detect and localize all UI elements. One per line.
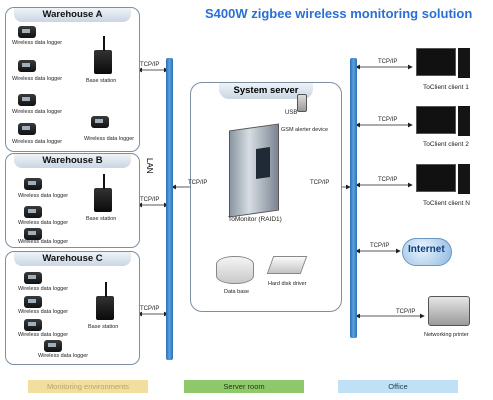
logger-label: Wireless data logger	[18, 332, 69, 338]
base-station-icon	[94, 188, 112, 212]
client-label: ToClient client N	[423, 200, 470, 207]
base-station-icon	[96, 296, 114, 320]
tcp-label: TCP/IP	[140, 306, 160, 312]
lan-label: LAN	[145, 158, 154, 174]
page-title: S400W zigbee wireless monitoring solutio…	[205, 6, 473, 21]
logger-label: Wireless data logger	[12, 76, 63, 82]
base-station-label: Base station	[88, 324, 119, 330]
logger-icon	[24, 319, 42, 331]
base-station-label: Base station	[86, 216, 117, 222]
logger-label: Wireless data logger	[18, 220, 69, 226]
logger-icon	[44, 340, 62, 352]
office-lan-bar	[350, 58, 357, 338]
antenna-icon	[105, 282, 107, 297]
tcp-label: TCP/IP	[370, 243, 390, 249]
logger-icon	[24, 206, 42, 218]
lan-bar	[166, 58, 173, 360]
logger-icon	[24, 272, 42, 284]
phone-icon	[297, 94, 307, 112]
server-tower-icon	[229, 123, 279, 218]
logger-icon	[18, 94, 36, 106]
warehouse-b-panel: Warehouse B Wireless data logger Wireles…	[5, 153, 140, 248]
logger-label: Wireless data logger	[12, 109, 63, 115]
internet-label: Internet	[408, 244, 445, 255]
logger-label: Wireless data logger	[84, 136, 135, 142]
base-station-label: Base station	[86, 78, 117, 84]
server-panel-icon	[256, 147, 270, 179]
logger-icon	[18, 123, 36, 135]
warehouse-a-panel: Warehouse A Wireless data logger Wireles…	[5, 7, 140, 152]
logger-label: Wireless data logger	[38, 353, 89, 359]
logger-label: Wireless data logger	[18, 286, 69, 292]
tcp-label: TCP/IP	[378, 59, 398, 65]
tcp-label: TCP/IP	[140, 62, 160, 68]
monitor-icon	[416, 106, 456, 134]
client-label: ToClient client 1	[423, 84, 469, 91]
hard-disk-label: Hard disk driver	[268, 281, 307, 287]
tcp-label: TCP/IP	[188, 180, 208, 186]
footer-monitoring: Monitoring environments	[28, 380, 148, 393]
warehouse-b-title: Warehouse B	[14, 154, 131, 168]
warehouse-a-title: Warehouse A	[14, 8, 131, 22]
printer-label: Networking printer	[424, 332, 469, 338]
logger-label: Wireless data logger	[18, 193, 69, 199]
footer-office: Office	[338, 380, 458, 393]
base-station-icon	[94, 50, 112, 74]
antenna-icon	[103, 174, 105, 189]
logger-label: Wireless data logger	[12, 40, 63, 46]
tcp-label: TCP/IP	[378, 177, 398, 183]
pc-tower-icon	[458, 48, 470, 78]
client-label: ToClient client 2	[423, 141, 469, 148]
system-server-title: System server	[219, 83, 313, 99]
usb-label: USB	[285, 110, 298, 116]
monitor-icon	[416, 164, 456, 192]
logger-label: Wireless data logger	[18, 239, 69, 245]
footer-server-room: Server room	[184, 380, 304, 393]
antenna-icon	[103, 36, 105, 51]
pc-tower-icon	[458, 164, 470, 194]
pc-tower-icon	[458, 106, 470, 136]
monitor-icon	[416, 48, 456, 76]
warehouse-c-title: Warehouse C	[14, 252, 131, 266]
warehouse-c-panel: Warehouse C Wireless data logger Wireles…	[5, 251, 140, 365]
logger-icon	[91, 116, 109, 128]
logger-label: Wireless data logger	[18, 309, 69, 315]
printer-icon	[428, 296, 470, 326]
internet-cloud-icon	[402, 238, 452, 266]
logger-label: Wireless data logger	[12, 139, 63, 145]
database-label: Data base	[224, 289, 250, 295]
database-icon	[216, 256, 254, 284]
tcp-label: TCP/IP	[396, 309, 416, 315]
logger-icon	[18, 26, 36, 38]
gsm-alerter-label: GSM alerter device	[281, 127, 329, 133]
logger-icon	[18, 60, 36, 72]
tcp-label: TCP/IP	[378, 117, 398, 123]
tcp-label: TCP/IP	[140, 197, 160, 203]
logger-icon	[24, 228, 42, 240]
logger-icon	[24, 296, 42, 308]
tcp-label: TCP/IP	[310, 180, 330, 186]
logger-icon	[24, 178, 42, 190]
hard-disk-icon	[266, 256, 308, 274]
tomonitor-label: ToMonitor (RAID1)	[228, 216, 282, 223]
